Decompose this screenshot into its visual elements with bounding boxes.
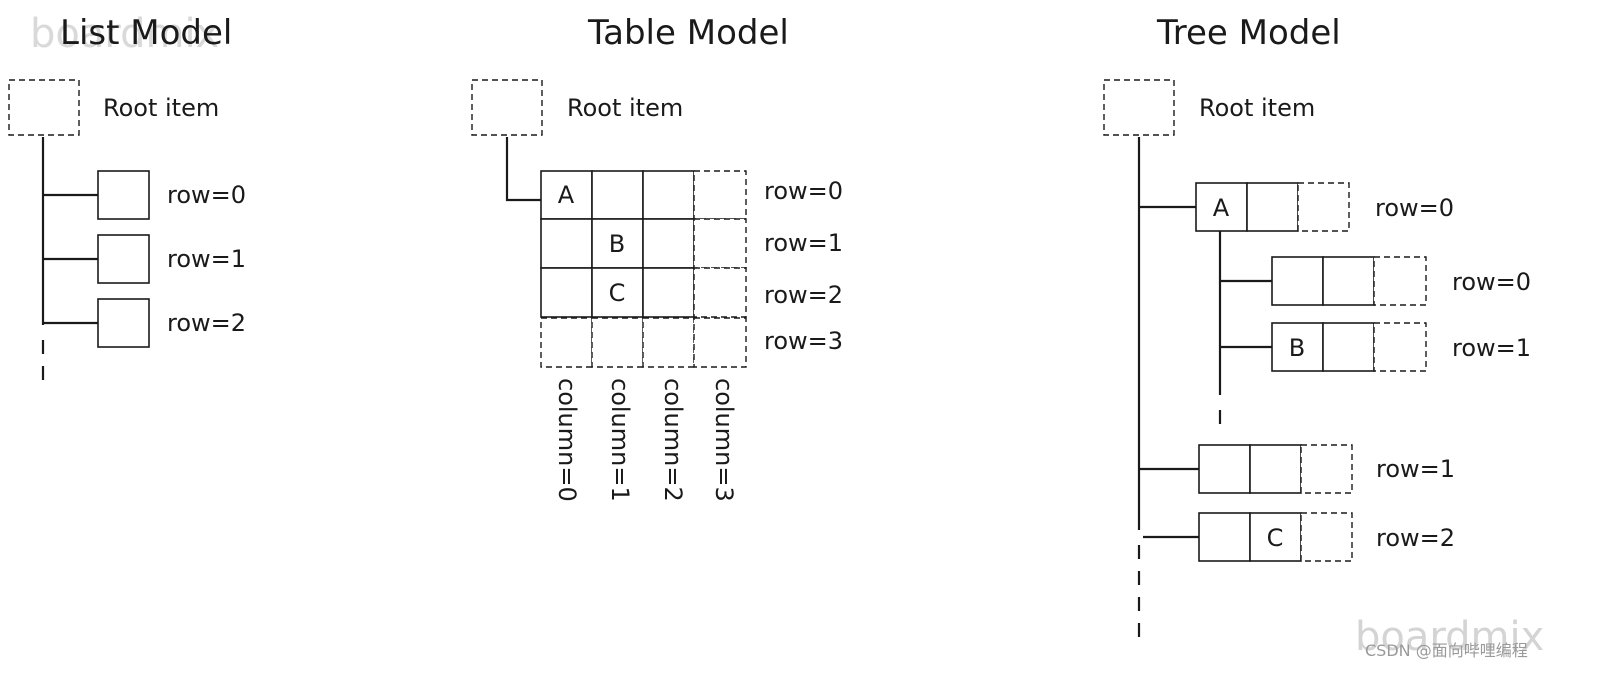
table-row-2-label: row=2 bbox=[764, 281, 843, 309]
watermark-top: boardmix bbox=[30, 11, 219, 57]
table-column-3-label: column=3 bbox=[710, 378, 738, 502]
table-cell bbox=[591, 267, 644, 318]
tree-cell-a-label: A bbox=[1213, 194, 1230, 222]
table-row-0-label: row=0 bbox=[764, 177, 843, 205]
tree-cell-b-label: B bbox=[1289, 334, 1305, 362]
tree-row-1-cell bbox=[1198, 444, 1251, 494]
csdn-credit: CSDN @面向哔哩编程 bbox=[1365, 641, 1528, 660]
tree-row-0-cell bbox=[1195, 182, 1248, 232]
table-cell bbox=[540, 267, 593, 318]
table-root-label: Root item bbox=[567, 94, 683, 122]
tree-row-2-placeholder bbox=[1300, 512, 1353, 562]
tree-row-1-cell bbox=[1249, 444, 1302, 494]
tree-child-0-cell bbox=[1322, 256, 1375, 306]
list-row-0-label: row=0 bbox=[167, 181, 246, 209]
table-model-title: Table Model bbox=[587, 13, 789, 53]
list-model-title: List Model bbox=[60, 13, 232, 53]
tree-row-2-cell bbox=[1198, 512, 1251, 562]
table-cell-placeholder bbox=[693, 218, 747, 269]
list-root-label: Root item bbox=[103, 94, 219, 122]
tree-row-0-label: row=0 bbox=[1375, 194, 1454, 222]
tree-cell-c-label: C bbox=[1267, 524, 1284, 552]
table-root-item-box bbox=[471, 79, 543, 136]
table-cell-placeholder bbox=[693, 267, 747, 318]
table-cell bbox=[642, 218, 695, 269]
table-cell bbox=[591, 218, 644, 269]
tree-child-0-cell bbox=[1271, 256, 1324, 306]
tree-row-0-cell bbox=[1246, 182, 1299, 232]
table-cell bbox=[642, 170, 695, 220]
list-row-0-box bbox=[97, 170, 150, 220]
table-cell-c-label: C bbox=[609, 279, 626, 307]
table-cell-placeholder bbox=[591, 317, 644, 368]
table-cell-placeholder bbox=[642, 317, 695, 368]
table-cell bbox=[540, 218, 593, 269]
table-cell-placeholder bbox=[540, 317, 593, 368]
list-row-2-box bbox=[97, 298, 150, 348]
table-cell bbox=[591, 170, 644, 220]
table-cell-placeholder bbox=[693, 170, 747, 220]
tree-child-0-placeholder bbox=[1373, 256, 1427, 306]
watermark-bottom: boardmix bbox=[1355, 614, 1544, 660]
table-column-0-label: column=0 bbox=[553, 378, 581, 502]
list-model: List Model Root item row=0 row=1 row=2 bbox=[8, 13, 246, 384]
tree-model: Tree Model Root item A row=0 row=0 B row… bbox=[1103, 13, 1531, 645]
tree-row-0-placeholder bbox=[1297, 182, 1350, 232]
table-column-1-label: column=1 bbox=[606, 378, 634, 502]
tree-root-item-box bbox=[1103, 79, 1175, 136]
tree-child-1-label: row=1 bbox=[1452, 334, 1531, 362]
list-row-2-label: row=2 bbox=[167, 309, 246, 337]
table-root-connector bbox=[505, 137, 541, 202]
tree-child-0-label: row=0 bbox=[1452, 268, 1531, 296]
table-column-2-label: column=2 bbox=[659, 378, 687, 502]
table-row-1-label: row=1 bbox=[764, 229, 843, 257]
table-cell-placeholder bbox=[693, 317, 747, 368]
table-row-3-label: row=3 bbox=[764, 327, 843, 355]
table-cell-a-label: A bbox=[558, 181, 575, 209]
list-root-item-box bbox=[8, 79, 80, 136]
table-cell bbox=[642, 267, 695, 318]
table-model: Table Model Root item A B C row=0 row=1 … bbox=[471, 13, 843, 502]
tree-row-1-placeholder bbox=[1300, 444, 1353, 494]
tree-row-1-label: row=1 bbox=[1376, 455, 1455, 483]
tree-root-label: Root item bbox=[1199, 94, 1315, 122]
tree-child-1-placeholder bbox=[1373, 322, 1427, 372]
tree-child-1-cell bbox=[1322, 322, 1375, 372]
tree-row-2-label: row=2 bbox=[1376, 524, 1455, 552]
table-cell-b-label: B bbox=[609, 230, 625, 258]
list-row-1-label: row=1 bbox=[167, 245, 246, 273]
list-row-1-box bbox=[97, 234, 150, 284]
tree-model-title: Tree Model bbox=[1156, 13, 1341, 53]
tree-child-1-cell bbox=[1271, 322, 1324, 372]
